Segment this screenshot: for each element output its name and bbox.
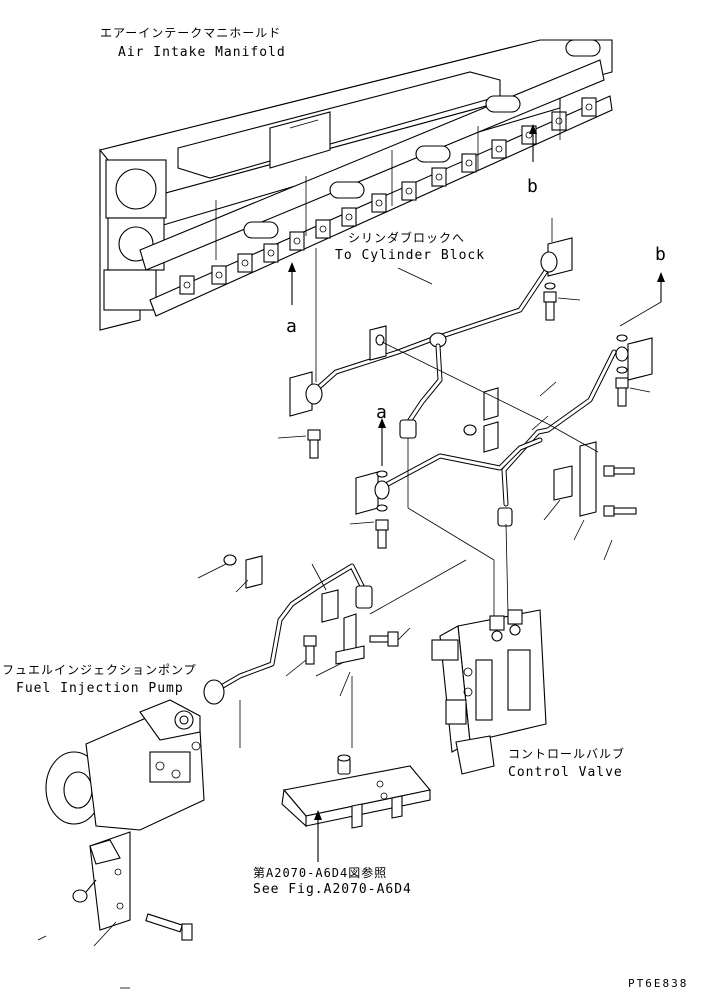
washer-icon bbox=[616, 334, 628, 374]
cylinder-label-jp: シリンダブロックへ bbox=[348, 230, 465, 245]
fuel-injection-pump-icon bbox=[45, 699, 205, 831]
bolt-icon bbox=[145, 913, 193, 941]
nut-fitting-icon bbox=[497, 507, 513, 527]
eye-fitting-icon bbox=[289, 371, 323, 417]
clamp-icon bbox=[369, 325, 387, 361]
control-valve-label-jp: コントロールバルブ bbox=[508, 746, 625, 761]
see-fig-label-jp: 第A2070-A6D4図参照 bbox=[253, 865, 387, 880]
clamp-icon bbox=[553, 465, 573, 501]
support-bracket-icon bbox=[281, 754, 432, 829]
arrow-up-icon bbox=[314, 810, 322, 862]
bracket-icon bbox=[89, 831, 131, 931]
bracket-icon bbox=[335, 613, 365, 665]
arrow-up-icon bbox=[529, 124, 537, 162]
arrow-up-icon bbox=[657, 272, 665, 302]
bolt-icon bbox=[615, 377, 651, 407]
control-valve-icon bbox=[431, 609, 547, 775]
bolt-icon bbox=[603, 465, 635, 477]
ref-a-middle: a bbox=[376, 402, 387, 423]
washer-icon bbox=[544, 282, 556, 290]
fuel-pump-label-jp: フュエルインジェクションポンプ bbox=[2, 663, 197, 677]
drawing-code: PT6E838 bbox=[628, 977, 688, 990]
air-intake-label-en: Air Intake Manifold bbox=[118, 45, 286, 60]
pipe-icon bbox=[381, 437, 543, 489]
ref-a-left: a bbox=[286, 316, 297, 337]
tee-fitting-icon bbox=[399, 332, 447, 439]
eye-fitting-icon bbox=[540, 237, 573, 277]
bolt-icon bbox=[303, 635, 317, 665]
nut-fitting-icon bbox=[203, 679, 225, 705]
air-intake-manifold-icon bbox=[99, 39, 613, 331]
eye-fitting-icon bbox=[355, 471, 390, 515]
bolt-icon bbox=[349, 519, 389, 549]
washer-icon bbox=[376, 470, 388, 512]
air-intake-label-jp: エアーインテークマニホールド bbox=[100, 26, 281, 40]
bolt-icon bbox=[543, 291, 581, 321]
bolt-icon bbox=[72, 879, 97, 903]
bolt-icon bbox=[603, 505, 637, 517]
arrow-up-icon bbox=[378, 418, 386, 466]
eye-fitting-icon bbox=[615, 337, 653, 381]
clamp-icon bbox=[223, 554, 263, 589]
control-valve-label-en: Control Valve bbox=[508, 765, 623, 780]
see-fig-label-en: See Fig.A2070-A6D4 bbox=[253, 882, 412, 897]
ref-b-right: b bbox=[655, 244, 666, 265]
leader-line bbox=[397, 267, 433, 285]
bolt-icon bbox=[369, 631, 399, 647]
clamp-icon bbox=[463, 387, 499, 453]
fuel-pump-label-en: Fuel Injection Pump bbox=[16, 681, 184, 696]
cylinder-label-en: To Cylinder Block bbox=[335, 248, 485, 263]
clamp-icon bbox=[321, 589, 339, 623]
ref-b-top: b bbox=[527, 176, 538, 197]
bolt-icon bbox=[277, 429, 321, 459]
pipe-icon bbox=[315, 265, 551, 391]
arrow-up-icon bbox=[288, 262, 296, 305]
nut-fitting-icon bbox=[355, 585, 373, 609]
pipe-icon bbox=[213, 563, 367, 693]
pipe-icon bbox=[501, 349, 617, 507]
bracket-icon bbox=[579, 441, 597, 517]
